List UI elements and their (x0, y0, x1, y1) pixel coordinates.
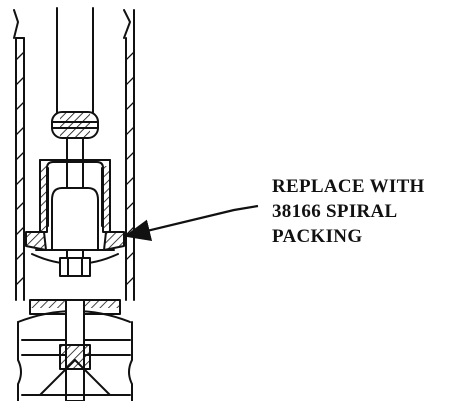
outer-pipe-wall-right (123, 9, 135, 301)
coupling-pin (51, 111, 99, 139)
callout-line-3: PACKING (272, 226, 362, 247)
spiral-packing-left (25, 231, 47, 251)
spiral-packing-right (103, 231, 125, 251)
callout-leader-arrow (123, 204, 259, 242)
callout-label: REPLACE WITH 38166 SPIRAL PACKING (272, 176, 430, 247)
callout-line-1: REPLACE WITH (272, 176, 425, 197)
callout-line-2: 38166 SPIRAL (272, 201, 397, 222)
hex-nut (59, 257, 91, 277)
outer-pipe-wall-left (13, 9, 25, 301)
lower-valve-assembly (17, 299, 133, 401)
inner-tube (56, 7, 94, 121)
packing-cup-housing (39, 159, 111, 251)
